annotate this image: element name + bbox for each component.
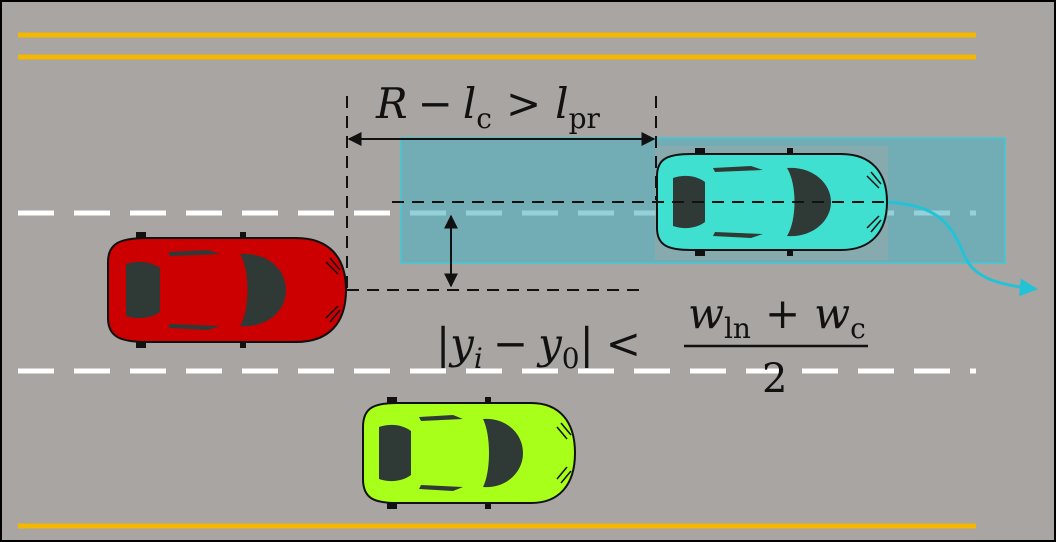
target-car-windshield (787, 167, 831, 237)
fraction-numerator: wln+wc (688, 289, 866, 345)
subscript-i: i (474, 342, 483, 375)
target-car-rear-window (673, 175, 705, 229)
subscript-0: 0 (562, 342, 580, 375)
subscript-ln: ln (724, 312, 751, 345)
subscript-c: c (476, 102, 492, 135)
trajectory-arrow (883, 200, 1038, 297)
symbol-w-ln: w (688, 289, 724, 338)
minus-sign: − (418, 79, 453, 128)
ego-car (107, 232, 348, 348)
symbol-y-i: y (448, 319, 475, 368)
symbol-y-0: y (536, 319, 563, 368)
lateral-condition-lhs: |yi−y0|< (436, 319, 641, 375)
other-car-rear-window (379, 424, 411, 482)
longitudinal-condition: R−lc>lpr (375, 79, 601, 135)
symbol-R: R (375, 79, 408, 128)
subscript-c-2: c (850, 312, 866, 345)
symbol-l-pr: l (555, 79, 568, 128)
fraction-denominator: 2 (762, 356, 787, 402)
symbol-l: l (463, 79, 476, 128)
abs-bar-right: | (580, 319, 594, 368)
abs-bar-left: | (436, 319, 450, 368)
subscript-pr: pr (569, 102, 601, 135)
greater-than-sign: > (506, 79, 541, 128)
minus-sign-2: − (493, 319, 528, 368)
ego-car-rear-window (126, 261, 160, 319)
less-than-sign: < (606, 319, 641, 368)
other-car-windshield (483, 418, 523, 488)
plus-sign: + (765, 289, 800, 338)
other-car (362, 397, 577, 509)
ego-car-windshield (240, 253, 286, 327)
symbol-w-c: w (814, 289, 850, 338)
construction-lines (346, 96, 888, 291)
yellow-lane-lines (18, 32, 976, 529)
